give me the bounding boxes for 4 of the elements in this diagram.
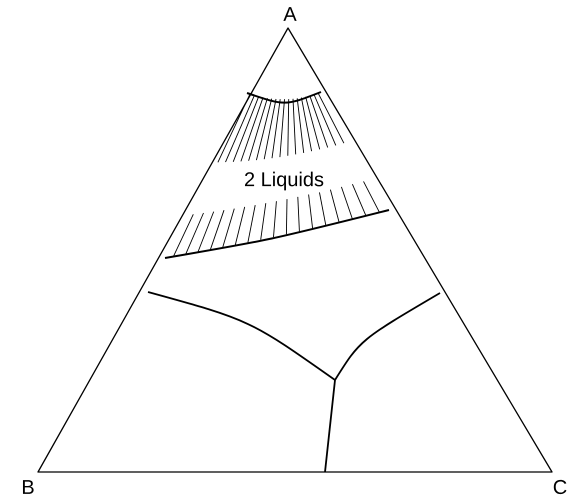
vertex-label: A: [283, 7, 297, 21]
vertex-label: C: [554, 480, 566, 494]
region-label: 2 Liquids: [242, 170, 326, 192]
vertex-label: B: [22, 480, 34, 494]
